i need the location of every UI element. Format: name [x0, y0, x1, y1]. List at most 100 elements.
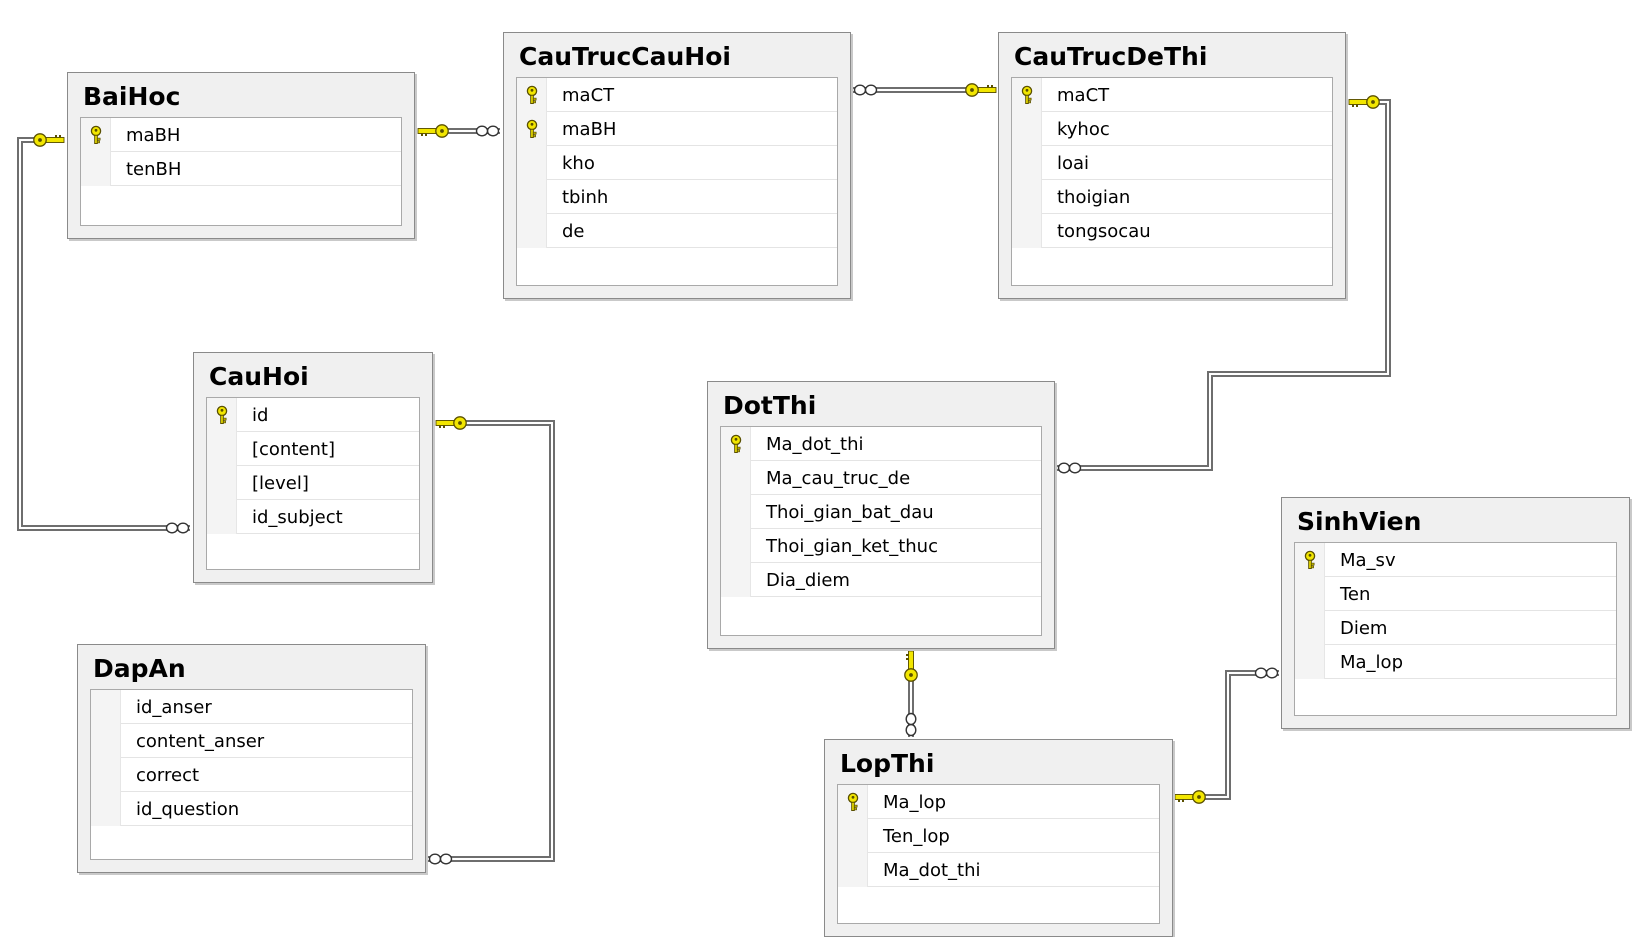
row-selector [721, 529, 751, 563]
row-selector [91, 724, 121, 758]
column-row-mabh[interactable]: maBH [517, 112, 837, 146]
primary-key-icon [90, 125, 102, 144]
table-title: CauTrucDeThi [1014, 42, 1208, 71]
column-name: Ma_cau_truc_de [766, 468, 911, 489]
relationship-lopthi-sinhvien[interactable] [1174, 667, 1279, 804]
column-row-thoigian[interactable]: thoigian [1012, 180, 1332, 214]
column-name: tenBH [126, 159, 182, 180]
column-name: loai [1057, 153, 1090, 174]
relationship-line-inner [428, 422, 553, 860]
column-row-tenbh[interactable]: tenBH [81, 152, 401, 186]
column-row-mact[interactable]: maCT [1012, 78, 1332, 112]
one-end-key-icon [417, 124, 449, 138]
column-row-correct[interactable]: correct [91, 758, 412, 792]
column-row-kho[interactable]: kho [517, 146, 837, 180]
relationship-cautrucdethi-cautruccauhoi[interactable] [853, 83, 997, 97]
column-row-diem[interactable]: Diem [1295, 611, 1616, 645]
column-row-tongsocau[interactable]: tongsocau [1012, 214, 1332, 248]
column-row-id-subject[interactable]: id_subject [207, 500, 419, 534]
primary-key-icon [216, 405, 228, 424]
column-row-ma-dot-thi[interactable]: Ma_dot_thi [721, 427, 1041, 461]
column-row-ten[interactable]: Ten [1295, 577, 1616, 611]
many-end-infinity-icon [1254, 667, 1279, 679]
column-name: maCT [562, 85, 615, 106]
column-row-mact[interactable]: maCT [517, 78, 837, 112]
relationship-cauhoi-dapan[interactable] [428, 416, 555, 865]
column-list: maBH tenBH [80, 117, 402, 226]
table-title: DotThi [723, 391, 817, 420]
column-row-ten-lop[interactable]: Ten_lop [838, 819, 1159, 853]
row-selector [517, 180, 547, 214]
column-name: Ten [1340, 584, 1371, 605]
table-title: LopThi [840, 749, 935, 778]
column-row-thoi-gian-bat-dau[interactable]: Thoi_gian_bat_dau [721, 495, 1041, 529]
column-name: maCT [1057, 85, 1110, 106]
row-selector [207, 432, 237, 466]
column-name: [level] [252, 473, 309, 494]
column-row-id-question[interactable]: id_question [91, 792, 412, 826]
column-row-thoi-gian-ket-thuc[interactable]: Thoi_gian_ket_thuc [721, 529, 1041, 563]
many-end-infinity-icon [1057, 462, 1082, 474]
column-name: Thoi_gian_bat_dau [766, 502, 934, 523]
relationship-baihoc-cautruccauhoi[interactable] [417, 124, 500, 138]
column-name: Thoi_gian_ket_thuc [766, 536, 938, 557]
column-name: Ma_sv [1340, 550, 1396, 571]
row-selector [81, 118, 111, 152]
column-row-ma-sv[interactable]: Ma_sv [1295, 543, 1616, 577]
row-selector [207, 398, 237, 432]
row-selector [91, 792, 121, 826]
one-end-key-icon [1348, 95, 1380, 109]
column-row-content[interactable]: [content] [207, 432, 419, 466]
column-row-ma-lop[interactable]: Ma_lop [838, 785, 1159, 819]
row-selector [517, 146, 547, 180]
column-row-dia-diem[interactable]: Dia_diem [721, 563, 1041, 597]
row-selector [207, 466, 237, 500]
column-name: maBH [562, 119, 617, 140]
row-selector [517, 214, 547, 248]
column-row-mabh[interactable]: maBH [81, 118, 401, 152]
column-name: id_anser [136, 697, 212, 718]
row-selector [838, 853, 868, 887]
column-row-loai[interactable]: loai [1012, 146, 1332, 180]
column-row-id[interactable]: id [207, 398, 419, 432]
column-name: tbinh [562, 187, 609, 208]
column-row-tbinh[interactable]: tbinh [517, 180, 837, 214]
relationship-line-inner [1175, 672, 1279, 798]
column-row-kyhoc[interactable]: kyhoc [1012, 112, 1332, 146]
row-selector [1012, 214, 1042, 248]
row-selector [91, 758, 121, 792]
column-row-ma-dot-thi[interactable]: Ma_dot_thi [838, 853, 1159, 887]
column-row-de[interactable]: de [517, 214, 837, 248]
row-selector [1295, 645, 1325, 679]
column-row-level[interactable]: [level] [207, 466, 419, 500]
column-name: tongsocau [1057, 221, 1151, 242]
row-selector [207, 500, 237, 534]
column-list: maCT kyhoc loai thoigian tongsocau [1011, 77, 1333, 286]
table-cautrucdethi[interactable]: CauTrucDeThi maCT kyhoc loai thoigian tongsoc… [998, 32, 1346, 299]
column-name: id_question [136, 799, 240, 820]
column-name: kyhoc [1057, 119, 1110, 140]
primary-key-icon [526, 119, 538, 138]
column-row-ma-cau-truc-de[interactable]: Ma_cau_truc_de [721, 461, 1041, 495]
column-row-content-anser[interactable]: content_anser [91, 724, 412, 758]
relationship-dotthi-lopthi[interactable] [904, 650, 918, 737]
column-row-ma-lop[interactable]: Ma_lop [1295, 645, 1616, 679]
column-row-id-anser[interactable]: id_anser [91, 690, 412, 724]
row-selector [517, 78, 547, 112]
primary-key-icon [730, 434, 742, 453]
many-end-infinity-icon [428, 853, 453, 865]
primary-key-icon [526, 85, 538, 104]
row-selector [838, 819, 868, 853]
column-name: Ten_lop [883, 826, 950, 847]
row-selector [721, 427, 751, 461]
